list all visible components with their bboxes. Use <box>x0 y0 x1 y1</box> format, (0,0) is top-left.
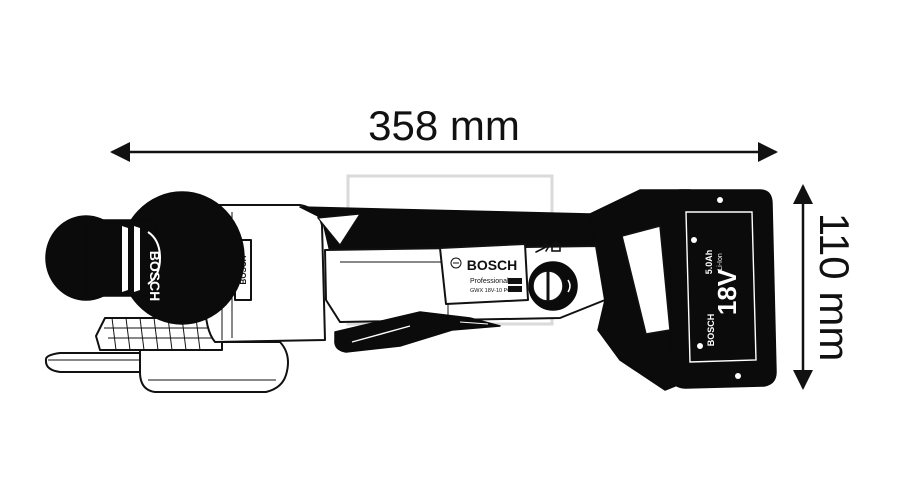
direction-arrow-icon <box>535 245 549 253</box>
height-label: 110 mm <box>811 213 858 362</box>
angle-grinder: BOSCH BOSCH BOSCH Professional GWX 18V-1… <box>44 189 777 393</box>
paddle-switch <box>334 311 501 353</box>
side-handle-shaft <box>85 219 157 297</box>
height-dimension: 110 mm <box>793 184 858 390</box>
battery-brand: BOSCH <box>706 314 716 347</box>
lock-icon <box>551 243 561 252</box>
brand-label: BOSCH <box>467 257 518 273</box>
length-label: 358 mm <box>368 102 520 149</box>
series-label: Professional <box>470 278 509 285</box>
handle-brand: BOSCH <box>147 251 163 302</box>
model-label: GWX 18V-10 PC <box>470 288 511 294</box>
battery-chemistry: Li-Ion <box>717 253 724 271</box>
length-dimension: 358 mm <box>110 102 778 162</box>
battery-voltage: 18V <box>712 268 742 315</box>
brand-logo-icon <box>450 257 462 269</box>
label-panel <box>439 243 529 305</box>
battery-capacity: 5.0Ah <box>704 250 714 275</box>
